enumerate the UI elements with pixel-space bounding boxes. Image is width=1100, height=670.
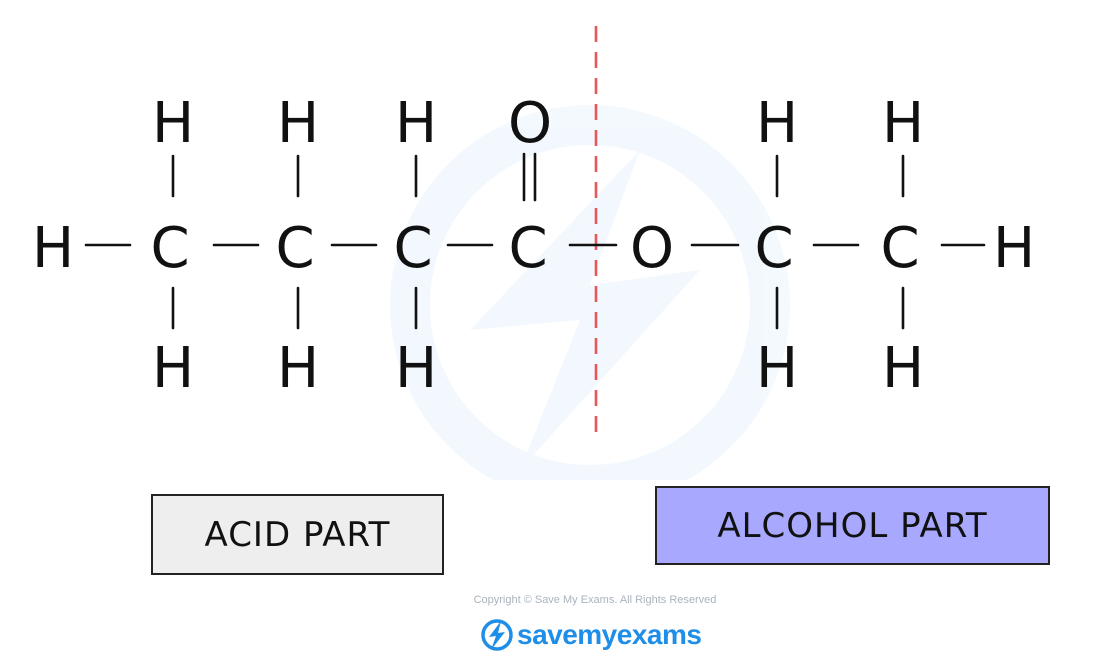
atom-h-right: H [993, 216, 1035, 281]
copyright-notice: Copyright © Save My Exams. All Rights Re… [473, 594, 717, 606]
acid-part-label: ACID PART [151, 494, 444, 575]
atom-c6: C [880, 216, 919, 281]
atom-c4: C [508, 216, 547, 281]
atom-o-carbonyl: O [508, 91, 552, 156]
atom-h-c5-top: H [756, 91, 798, 156]
atom-c5: C [754, 216, 793, 281]
atom-c3: C [393, 216, 432, 281]
atom-h-c1-bottom: H [152, 336, 194, 401]
atom-h-c6-top: H [882, 91, 924, 156]
logo-wordmark: savemyexams [517, 619, 702, 650]
lightning-bolt-icon [481, 619, 513, 651]
atom-h-c6-bottom: H [882, 336, 924, 401]
atom-c1: C [150, 216, 189, 281]
atom-h-c3-top: H [395, 91, 437, 156]
atom-h-c2-top: H [277, 91, 319, 156]
atom-h-c5-bottom: H [756, 336, 798, 401]
atom-c2: C [275, 216, 314, 281]
atom-h-c2-bottom: H [277, 336, 319, 401]
savemyexams-logo: savemyexams [480, 618, 702, 652]
atom-h-left: H [32, 216, 74, 281]
watermark-icon [390, 105, 790, 480]
structural-formula: H C C C C O C C H H H H O H H H H H H H [32, 26, 1035, 480]
alcohol-part-label: ALCOHOL PART [655, 486, 1050, 565]
atom-h-c1-top: H [152, 91, 194, 156]
atom-o-ester: O [630, 216, 674, 281]
atom-h-c3-bottom: H [395, 336, 437, 401]
